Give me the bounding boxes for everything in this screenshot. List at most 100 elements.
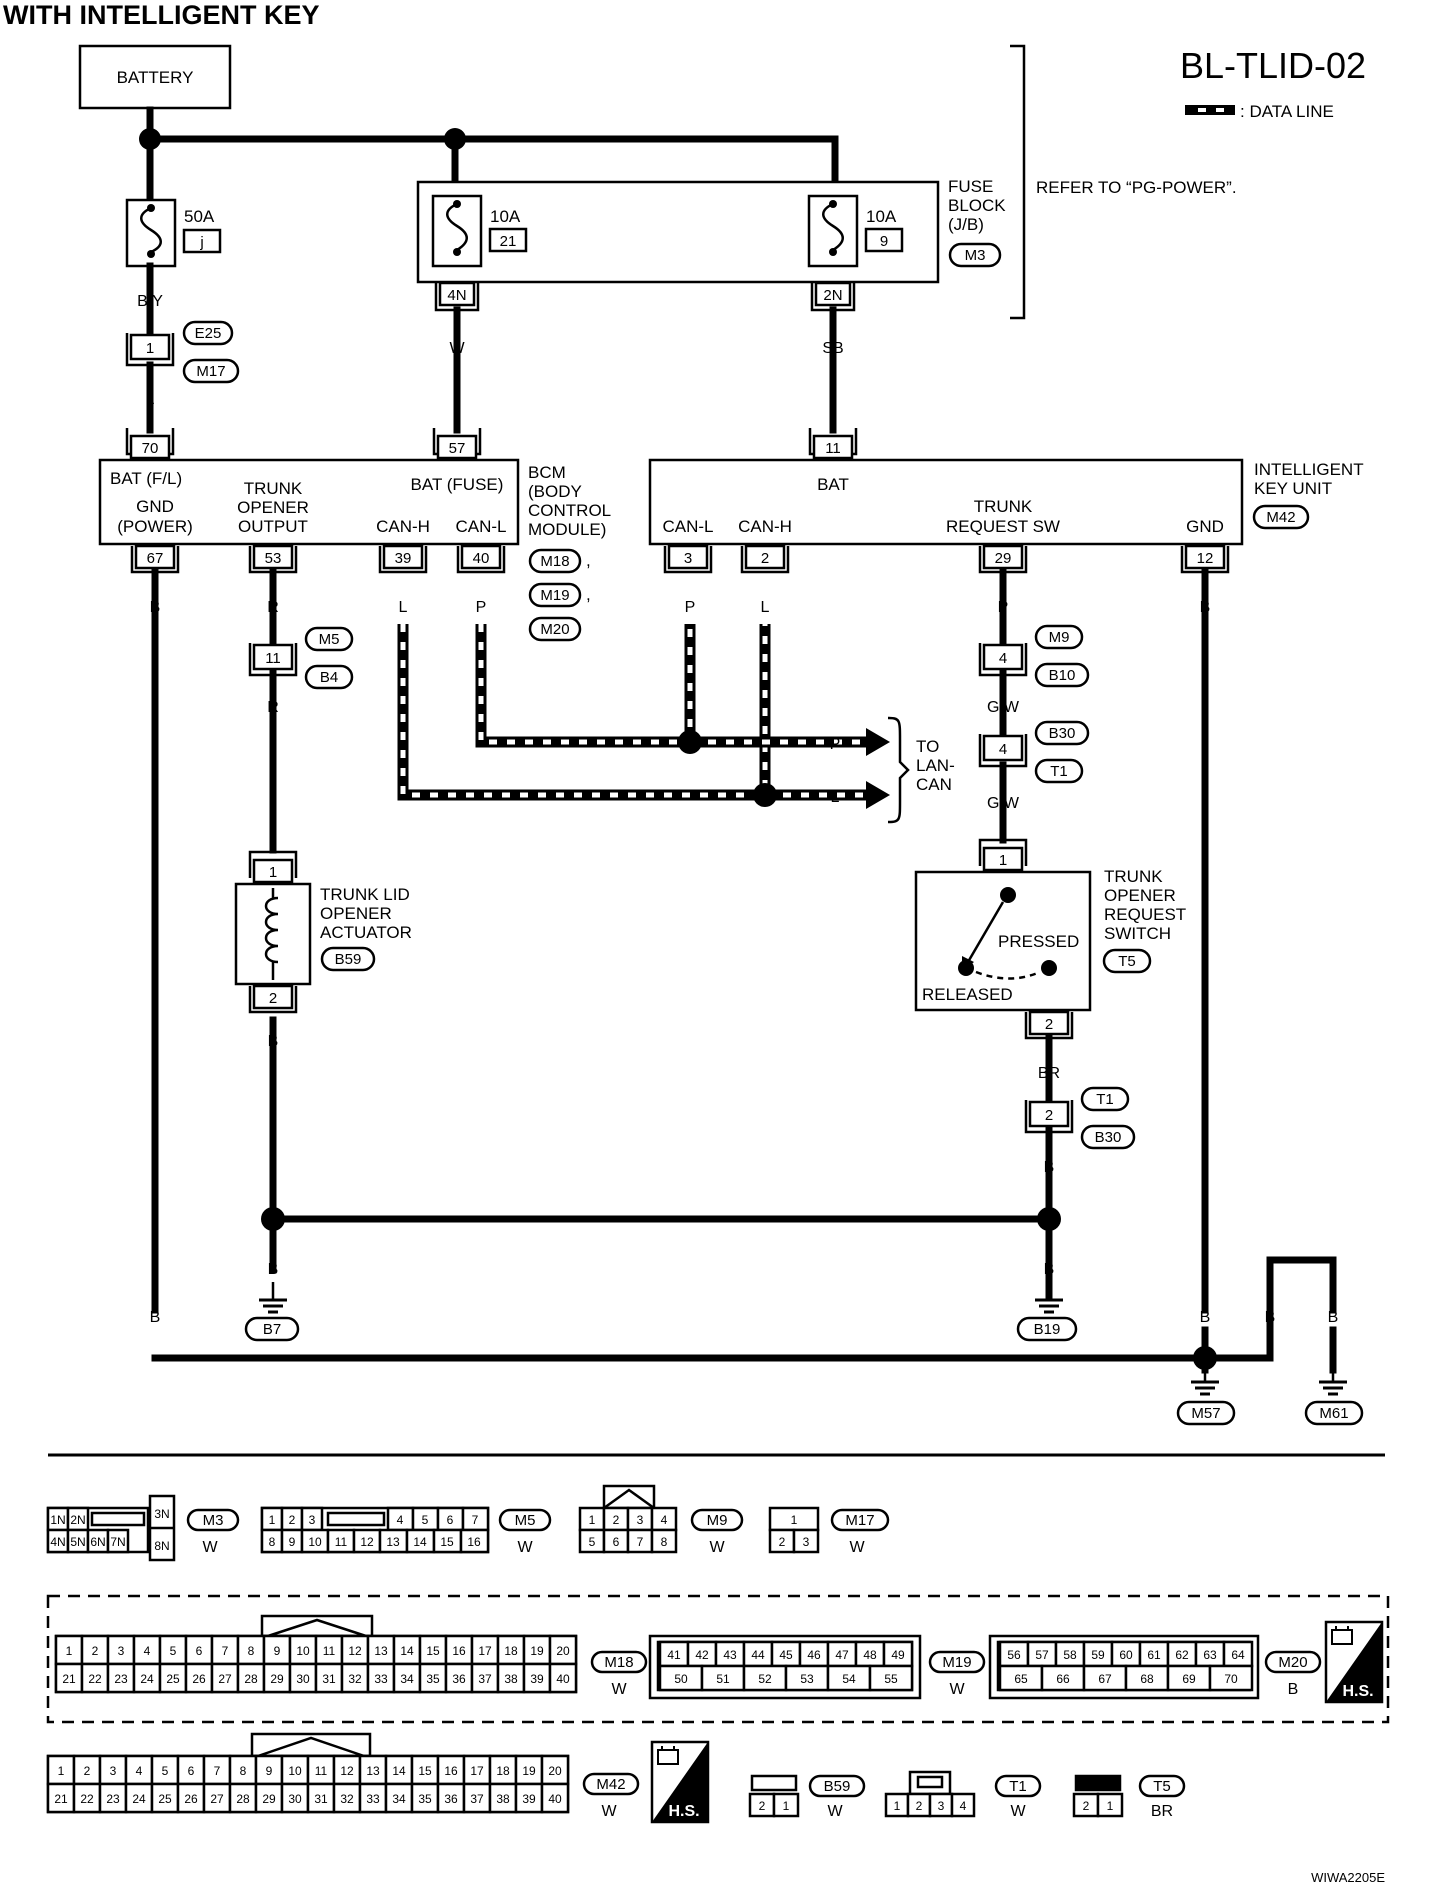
wire-p-canl: P xyxy=(476,599,487,616)
svg-text:2: 2 xyxy=(761,550,769,567)
m42-grid-pin: 20 xyxy=(548,1764,562,1778)
bcm-box xyxy=(98,458,520,546)
svg-text:2: 2 xyxy=(289,1513,296,1527)
m42-grid-pin: 31 xyxy=(314,1792,328,1806)
wire-b-m61-2: B xyxy=(1328,1309,1339,1326)
fuse-50a-amp: 50A xyxy=(184,207,215,226)
svg-text:1: 1 xyxy=(269,864,277,881)
svg-text:3: 3 xyxy=(637,1513,644,1527)
m42-grid-pin: 2 xyxy=(84,1764,91,1778)
m19-grid-pin: 50 xyxy=(674,1672,688,1686)
pin-2n: 2N xyxy=(823,287,842,304)
connector-b59-face: 2 1 xyxy=(748,1774,800,1818)
bcm-pin-67: 67 xyxy=(130,544,180,574)
hs-badge-icon-2: H.S. xyxy=(650,1740,710,1824)
m18-grid-pin: 31 xyxy=(322,1672,336,1686)
m18-grid-pin: 18 xyxy=(504,1644,518,1658)
ground-b19-icon xyxy=(1035,1282,1063,1314)
svg-text:1: 1 xyxy=(269,1513,276,1527)
wire-b-sw: B xyxy=(1044,1159,1055,1176)
m20-grid-pin: 58 xyxy=(1063,1648,1077,1662)
svg-text:TRUNK: TRUNK xyxy=(1104,867,1163,886)
m19-grid-pin: 52 xyxy=(758,1672,772,1686)
svg-text:OPENER: OPENER xyxy=(1104,886,1176,905)
bcm-power: (POWER) xyxy=(117,517,193,536)
iku-pin-11: 11 xyxy=(808,428,858,460)
trunk-opener-request-switch: 1 PRESSED RELEASED 2 xyxy=(914,838,1092,1040)
m42-grid-pin: 7 xyxy=(214,1764,221,1778)
m20-grid-pin: 67 xyxy=(1098,1672,1112,1686)
svg-text:1: 1 xyxy=(783,1799,790,1813)
m42-grid-pin: 33 xyxy=(366,1792,380,1806)
m19-grid-pin: 47 xyxy=(835,1648,849,1662)
m18-grid-pin: 10 xyxy=(296,1644,310,1658)
connector-m18-id: M18 xyxy=(604,1654,633,1671)
wire-gw-2: G/W xyxy=(987,795,1020,812)
fuse-10a-21: 10A 21 xyxy=(431,194,528,268)
svg-text:5: 5 xyxy=(422,1513,429,1527)
m20-grid-pin: 65 xyxy=(1014,1672,1028,1686)
refer-note: REFER TO “PG-POWER”. xyxy=(1036,178,1237,197)
svg-text:1: 1 xyxy=(1107,1799,1114,1813)
m20-grid-pin: 59 xyxy=(1091,1648,1105,1662)
m18-grid-pin: 33 xyxy=(374,1672,388,1686)
conn-m17: M17 xyxy=(196,363,225,380)
connector-m20-id: M20 xyxy=(1278,1654,1307,1671)
m19-grid-pin: 54 xyxy=(842,1672,856,1686)
m18-grid-pin: 17 xyxy=(478,1644,492,1658)
connector-m3-face: 1N 2N 4N 5N 6N 7N 3N 8N xyxy=(46,1494,176,1562)
svg-text:11: 11 xyxy=(335,1535,348,1549)
bcm-can-h: CAN-H xyxy=(376,517,430,536)
iku-conn-m42: M42 xyxy=(1266,509,1295,526)
hs-label-1: H.S. xyxy=(1342,1683,1373,1700)
joint-b30-t1-pin: 4 xyxy=(999,741,1007,758)
wire-b-bcm-1: B xyxy=(150,599,161,616)
m20-grid-pin: 57 xyxy=(1035,1648,1049,1662)
svg-text:CAN: CAN xyxy=(916,775,952,794)
connector-m5-face: 1 2 3 4 5 6 7 8 9 10 11 12 13 14 15 16 xyxy=(260,1506,490,1554)
svg-text:1: 1 xyxy=(791,1513,798,1527)
lan-l: L xyxy=(831,789,840,806)
m18-grid-pin: 9 xyxy=(274,1644,281,1658)
wire-br: BR xyxy=(1038,1065,1060,1082)
svg-text:14: 14 xyxy=(413,1535,427,1549)
iku-can-h: CAN-H xyxy=(738,517,792,536)
svg-text:15: 15 xyxy=(440,1535,454,1549)
svg-text:3N: 3N xyxy=(154,1507,169,1521)
m18-grid-pin: 37 xyxy=(478,1672,492,1686)
bcm-comma-1: , xyxy=(586,551,591,570)
svg-text:3: 3 xyxy=(803,1535,810,1549)
svg-text:5N: 5N xyxy=(70,1535,85,1549)
connector-m9-face: 1 2 3 4 5 6 7 8 xyxy=(578,1484,678,1554)
m42-grid-pin: 17 xyxy=(470,1764,484,1778)
svg-text:8: 8 xyxy=(661,1535,668,1549)
iku-pin-29: 29 xyxy=(978,544,1028,574)
lan-p: P xyxy=(830,736,841,753)
svg-text:3: 3 xyxy=(938,1799,945,1813)
m18-grid-pin: 4 xyxy=(144,1644,151,1658)
svg-text:70: 70 xyxy=(142,440,159,457)
page-title: WITH INTELLIGENT KEY xyxy=(3,0,320,30)
m18-grid-pin: 14 xyxy=(400,1644,414,1658)
m18-grid-pin: 16 xyxy=(452,1644,466,1658)
m42-grid-pin: 9 xyxy=(266,1764,273,1778)
m18-grid-pin: 15 xyxy=(426,1644,440,1658)
m42-grid-pin: 3 xyxy=(110,1764,117,1778)
m42-grid-pin: 29 xyxy=(262,1792,276,1806)
connector-m18-color: W xyxy=(611,1681,627,1698)
connector-t1-id: T1 xyxy=(1009,1778,1027,1795)
svg-text:7: 7 xyxy=(637,1535,644,1549)
m42-grid-pin: 38 xyxy=(496,1792,510,1806)
m19-grid-pin: 44 xyxy=(751,1648,765,1662)
iku-pin-3: 3 xyxy=(663,544,713,574)
svg-text:8: 8 xyxy=(269,1535,276,1549)
iku-pin-2: 2 xyxy=(740,544,790,574)
actuator-conn: B59 xyxy=(335,951,362,968)
fuse-10a-9: 10A 9 xyxy=(807,194,904,268)
svg-text:10: 10 xyxy=(308,1535,322,1549)
wire-p-sw: P xyxy=(998,599,1009,616)
svg-text:13: 13 xyxy=(386,1535,400,1549)
